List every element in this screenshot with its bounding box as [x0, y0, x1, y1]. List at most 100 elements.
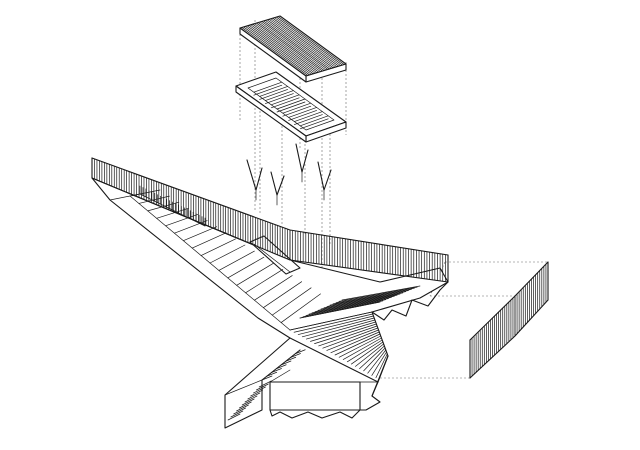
- terrace-plank: [371, 351, 387, 376]
- roof-slat: [243, 26, 310, 76]
- roof-slat: [266, 19, 334, 69]
- roof-slat: [256, 22, 323, 72]
- terrace-plank: [326, 291, 407, 307]
- roof-slat: [246, 25, 314, 75]
- terrace-plank: [322, 327, 379, 349]
- roof-slat: [248, 24, 316, 74]
- terrace-step: [165, 214, 199, 227]
- terrace-plank: [326, 329, 379, 351]
- roof-slat: [276, 16, 343, 66]
- deck-rung: [270, 94, 300, 106]
- roof-slat: [257, 22, 325, 71]
- stair-step: [261, 375, 273, 381]
- deck-rung: [282, 102, 312, 114]
- terrace-plank: [302, 300, 384, 318]
- terrace-plank: [363, 347, 386, 372]
- perimeter-fence: [91, 157, 449, 283]
- terrace-plank: [289, 311, 373, 331]
- terrace-plank: [323, 292, 404, 309]
- terrace-plank: [308, 298, 389, 315]
- stepped-terrace: [91, 177, 449, 383]
- deck-rung: [299, 118, 329, 130]
- roof-slat: [272, 17, 340, 67]
- terrace-step: [280, 293, 321, 323]
- roof-slat: [254, 23, 321, 72]
- roof-slat: [259, 21, 327, 71]
- terrace-step: [209, 244, 246, 264]
- terrace-step: [182, 226, 218, 242]
- terrace-plank: [367, 349, 387, 374]
- terrace-plank: [305, 299, 387, 316]
- deck-rung: [253, 84, 283, 96]
- terrace-step: [156, 207, 189, 219]
- terrace-step: [200, 238, 236, 256]
- stair-step: [250, 389, 264, 397]
- terrace-plank: [342, 337, 382, 360]
- roof-slat: [263, 20, 330, 70]
- deck-rung: [265, 93, 294, 104]
- terrace-step: [218, 250, 255, 271]
- terrace-step: [271, 287, 312, 316]
- terrace-step: [236, 262, 274, 286]
- terrace-step: [227, 256, 265, 279]
- terrace-plank: [320, 293, 401, 310]
- terrace-plank: [351, 341, 384, 365]
- deck-rung: [253, 81, 283, 93]
- roof-slat: [270, 18, 338, 68]
- stair-step: [238, 401, 252, 409]
- deck-frame: [235, 71, 347, 143]
- terrace-plank: [317, 294, 398, 311]
- stair-step: [271, 368, 282, 373]
- stair-step: [241, 398, 255, 406]
- deck-rung: [265, 90, 294, 101]
- terrace-plank: [301, 317, 375, 338]
- terrace-plank: [306, 319, 376, 340]
- roof-slat: [252, 23, 320, 73]
- roof-slat: [241, 27, 309, 76]
- terrace-plank: [359, 345, 385, 369]
- terrace-plank: [332, 289, 412, 305]
- stair-step: [247, 392, 261, 400]
- stair-step: [258, 380, 272, 388]
- stair-step: [244, 395, 258, 403]
- stair-step: [294, 349, 306, 355]
- terrace-plank: [318, 325, 378, 347]
- terrace-step: [254, 275, 293, 301]
- roof-slat: [245, 26, 312, 75]
- stair-step: [285, 356, 297, 362]
- terrace-plank: [335, 287, 415, 303]
- stair-step: [275, 364, 287, 370]
- lower-stair: [224, 337, 306, 429]
- roof-slat: [268, 18, 336, 68]
- terrace-plank: [314, 323, 377, 344]
- stair-step: [253, 386, 266, 394]
- deck-rung: [288, 107, 317, 118]
- detached-fence: [469, 261, 549, 379]
- stair-step: [290, 353, 301, 358]
- terrace-plank: [330, 331, 380, 354]
- terrace-plank: [338, 286, 418, 302]
- terrace-step: [245, 269, 284, 294]
- terrace-plank: [310, 321, 376, 342]
- deck-rung: [282, 105, 312, 117]
- deck-rung: [276, 98, 306, 110]
- deck-rung: [299, 115, 329, 127]
- deck-rung: [294, 114, 323, 125]
- deck-rung: [276, 101, 306, 113]
- inner-fence: [109, 185, 206, 227]
- support-columns: [246, 143, 332, 206]
- roof-slat: [274, 17, 341, 66]
- roof-slat: [261, 21, 329, 70]
- roof-slat: [250, 24, 318, 74]
- stair-step: [233, 407, 247, 415]
- terrace-step: [262, 281, 303, 309]
- deck-rung: [294, 111, 323, 122]
- terrace-plank: [299, 301, 381, 319]
- deck-rung: [259, 86, 288, 97]
- retaining-block: [269, 281, 449, 419]
- terrace-plank: [311, 297, 392, 314]
- terrace-plank: [338, 335, 382, 358]
- stair-step: [266, 371, 278, 377]
- terrace-plank: [375, 353, 388, 379]
